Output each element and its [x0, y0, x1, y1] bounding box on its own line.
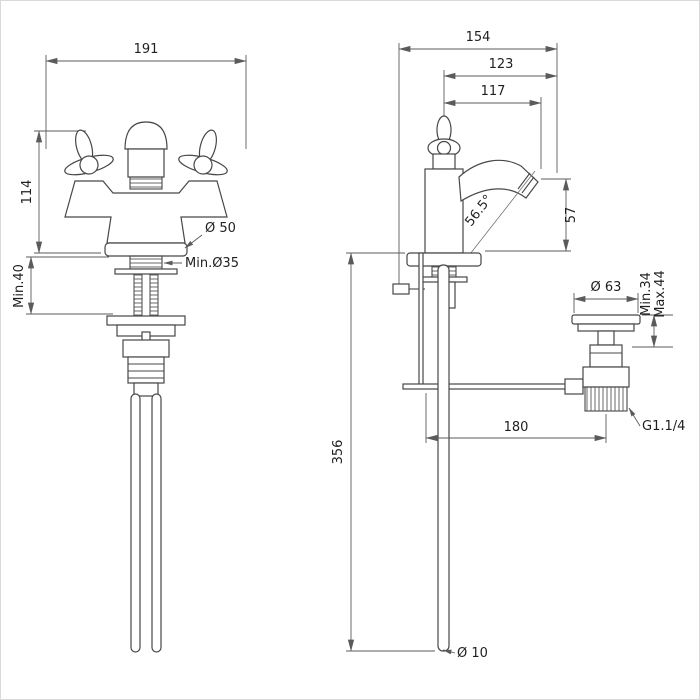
wall-clip	[392, 283, 410, 295]
dim-min34-max44	[632, 314, 673, 348]
waste-thread-section	[584, 386, 628, 412]
waste-flange	[571, 314, 641, 325]
dim-length-356	[346, 252, 435, 652]
waste-flange-lip	[577, 323, 635, 332]
dim-depth-117	[443, 97, 542, 169]
leader-dia-50	[184, 234, 203, 249]
dim-label-thread: G1.1/4	[642, 419, 685, 434]
linkage-tail	[133, 382, 159, 397]
dim-offset-180	[425, 393, 607, 443]
dim-label-dia-63: Ø 63	[591, 280, 622, 295]
dim-label-356: 356	[331, 440, 346, 465]
waste-stem	[597, 330, 615, 346]
dim-label-height-114: 114	[20, 180, 35, 205]
front-view: 191 114 Min.40	[12, 42, 247, 653]
dim-label-180: 180	[504, 420, 529, 435]
dim-label-max-44: Max.44	[653, 270, 668, 318]
left-cross-handle	[64, 129, 114, 176]
aerator-front	[129, 176, 163, 190]
faucet-body-side	[424, 168, 464, 254]
dim-label-dia-10: Ø 10	[457, 646, 488, 661]
dim-label-min-34: Min.34	[639, 272, 654, 316]
dim-label-min-dia-35: Min.Ø35	[185, 256, 239, 271]
waste-body-upper	[589, 344, 623, 368]
handle-stem-side	[432, 153, 456, 170]
dim-label-57: 57	[564, 207, 579, 224]
dim-height-114	[34, 130, 101, 254]
spout-side	[458, 159, 539, 203]
aerator-side	[517, 172, 535, 194]
cross-handle-side	[427, 115, 461, 158]
spout-neck	[127, 148, 165, 178]
base-flange-front	[104, 242, 188, 257]
supply-hose-side	[437, 264, 450, 652]
base-flange-side	[406, 252, 482, 267]
threaded-shank	[129, 255, 163, 270]
linkage-coupling	[127, 356, 165, 384]
dim-label-dia-50: Ø 50	[205, 221, 236, 236]
side-view: 154 123 117 56.5°	[331, 30, 685, 661]
dim-min-40	[26, 256, 113, 315]
dim-label-123: 123	[489, 57, 514, 72]
dim-width-191	[45, 55, 247, 149]
angle-reference-line	[462, 170, 536, 264]
dim-height-57	[485, 178, 571, 252]
rod-joint	[564, 378, 584, 395]
dim-label-min-40: Min.40	[12, 264, 27, 308]
leader-thread	[628, 407, 641, 427]
mounting-hardware-front	[106, 255, 186, 337]
popup-waste-assembly	[571, 314, 641, 412]
horseshoe-washer	[106, 315, 186, 326]
dim-label-154: 154	[466, 30, 491, 45]
leader-dia-10	[442, 649, 456, 655]
linkage-body	[122, 339, 170, 358]
right-cross-handle	[178, 129, 228, 176]
deck-washer	[114, 268, 178, 275]
supply-hose-left	[130, 393, 141, 653]
supply-hose-right	[151, 393, 162, 653]
dim-depth-123	[443, 70, 558, 123]
mounting-stud-left	[133, 273, 143, 317]
faucet-body-front	[64, 180, 228, 244]
waste-linkage-front	[122, 331, 170, 397]
waste-body-wide	[582, 366, 630, 388]
dim-depth-154	[398, 43, 558, 293]
mounting-stud-right	[149, 273, 159, 317]
dim-label-117: 117	[481, 84, 506, 99]
popup-rod	[402, 252, 584, 395]
spout-dome	[124, 121, 168, 150]
dim-label-width-191: 191	[134, 42, 159, 57]
dim-dia-63	[573, 293, 639, 313]
